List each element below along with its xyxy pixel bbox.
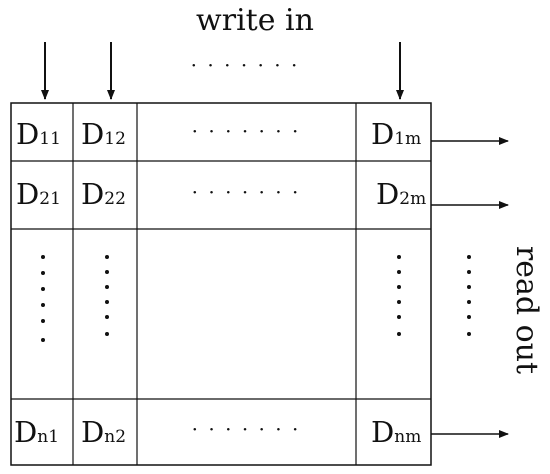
readout-vertical-dots xyxy=(467,255,471,336)
write-in-dots: · · · · · · · xyxy=(191,53,300,77)
write-in-label: write in xyxy=(196,3,314,38)
cell-d22: D22 xyxy=(81,177,126,211)
col1-vertical-dots xyxy=(41,255,45,342)
cell-d11: D11 xyxy=(16,117,61,151)
rown-dots: · · · · · · · xyxy=(192,417,301,441)
matrix-frame xyxy=(10,102,432,466)
cell-d2m: D2m xyxy=(376,177,426,211)
read-out-label: read out xyxy=(509,246,544,374)
cell-dn2: Dn2 xyxy=(81,415,126,449)
cell-dn1: Dn1 xyxy=(14,415,59,449)
colm-vertical-dots xyxy=(397,255,401,336)
cell-d21: D21 xyxy=(16,177,61,211)
cell-dnm: Dnm xyxy=(371,415,421,449)
cell-d1m: D1m xyxy=(371,117,421,151)
row1-dots: · · · · · · · xyxy=(192,119,301,143)
col2-vertical-dots xyxy=(105,255,109,336)
row2-dots: · · · · · · · xyxy=(192,180,301,204)
cell-d12: D12 xyxy=(81,117,126,151)
